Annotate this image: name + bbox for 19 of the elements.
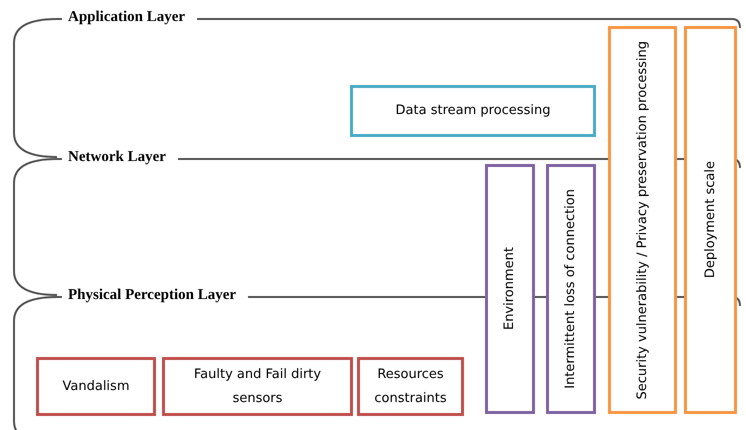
issue-box — [485, 164, 535, 414]
box-text: Security vulnerability / Privacy preservation processing — [634, 40, 650, 402]
box-text: Resources constraints — [373, 366, 448, 408]
layer-heading: Network Layer — [62, 148, 178, 166]
issue-box — [684, 26, 737, 414]
layer-heading: Physical Perception Layer — [62, 286, 248, 304]
issue-box — [608, 26, 677, 414]
issue-box — [36, 357, 156, 416]
issue-box — [350, 85, 596, 137]
box-text: Vandalism — [62, 378, 130, 396]
issue-box — [162, 357, 353, 416]
layer-heading: Application Layer — [62, 8, 198, 26]
box-text: Faulty and Fail dirty sensors — [192, 366, 322, 408]
issue-box — [357, 357, 464, 416]
box-text: Deployment scale — [702, 160, 718, 281]
box-text: Environment — [501, 246, 518, 332]
box-text: Intermittent loss of connection — [562, 188, 579, 391]
issue-box — [546, 164, 596, 414]
box-text: Data stream processing — [394, 102, 552, 120]
